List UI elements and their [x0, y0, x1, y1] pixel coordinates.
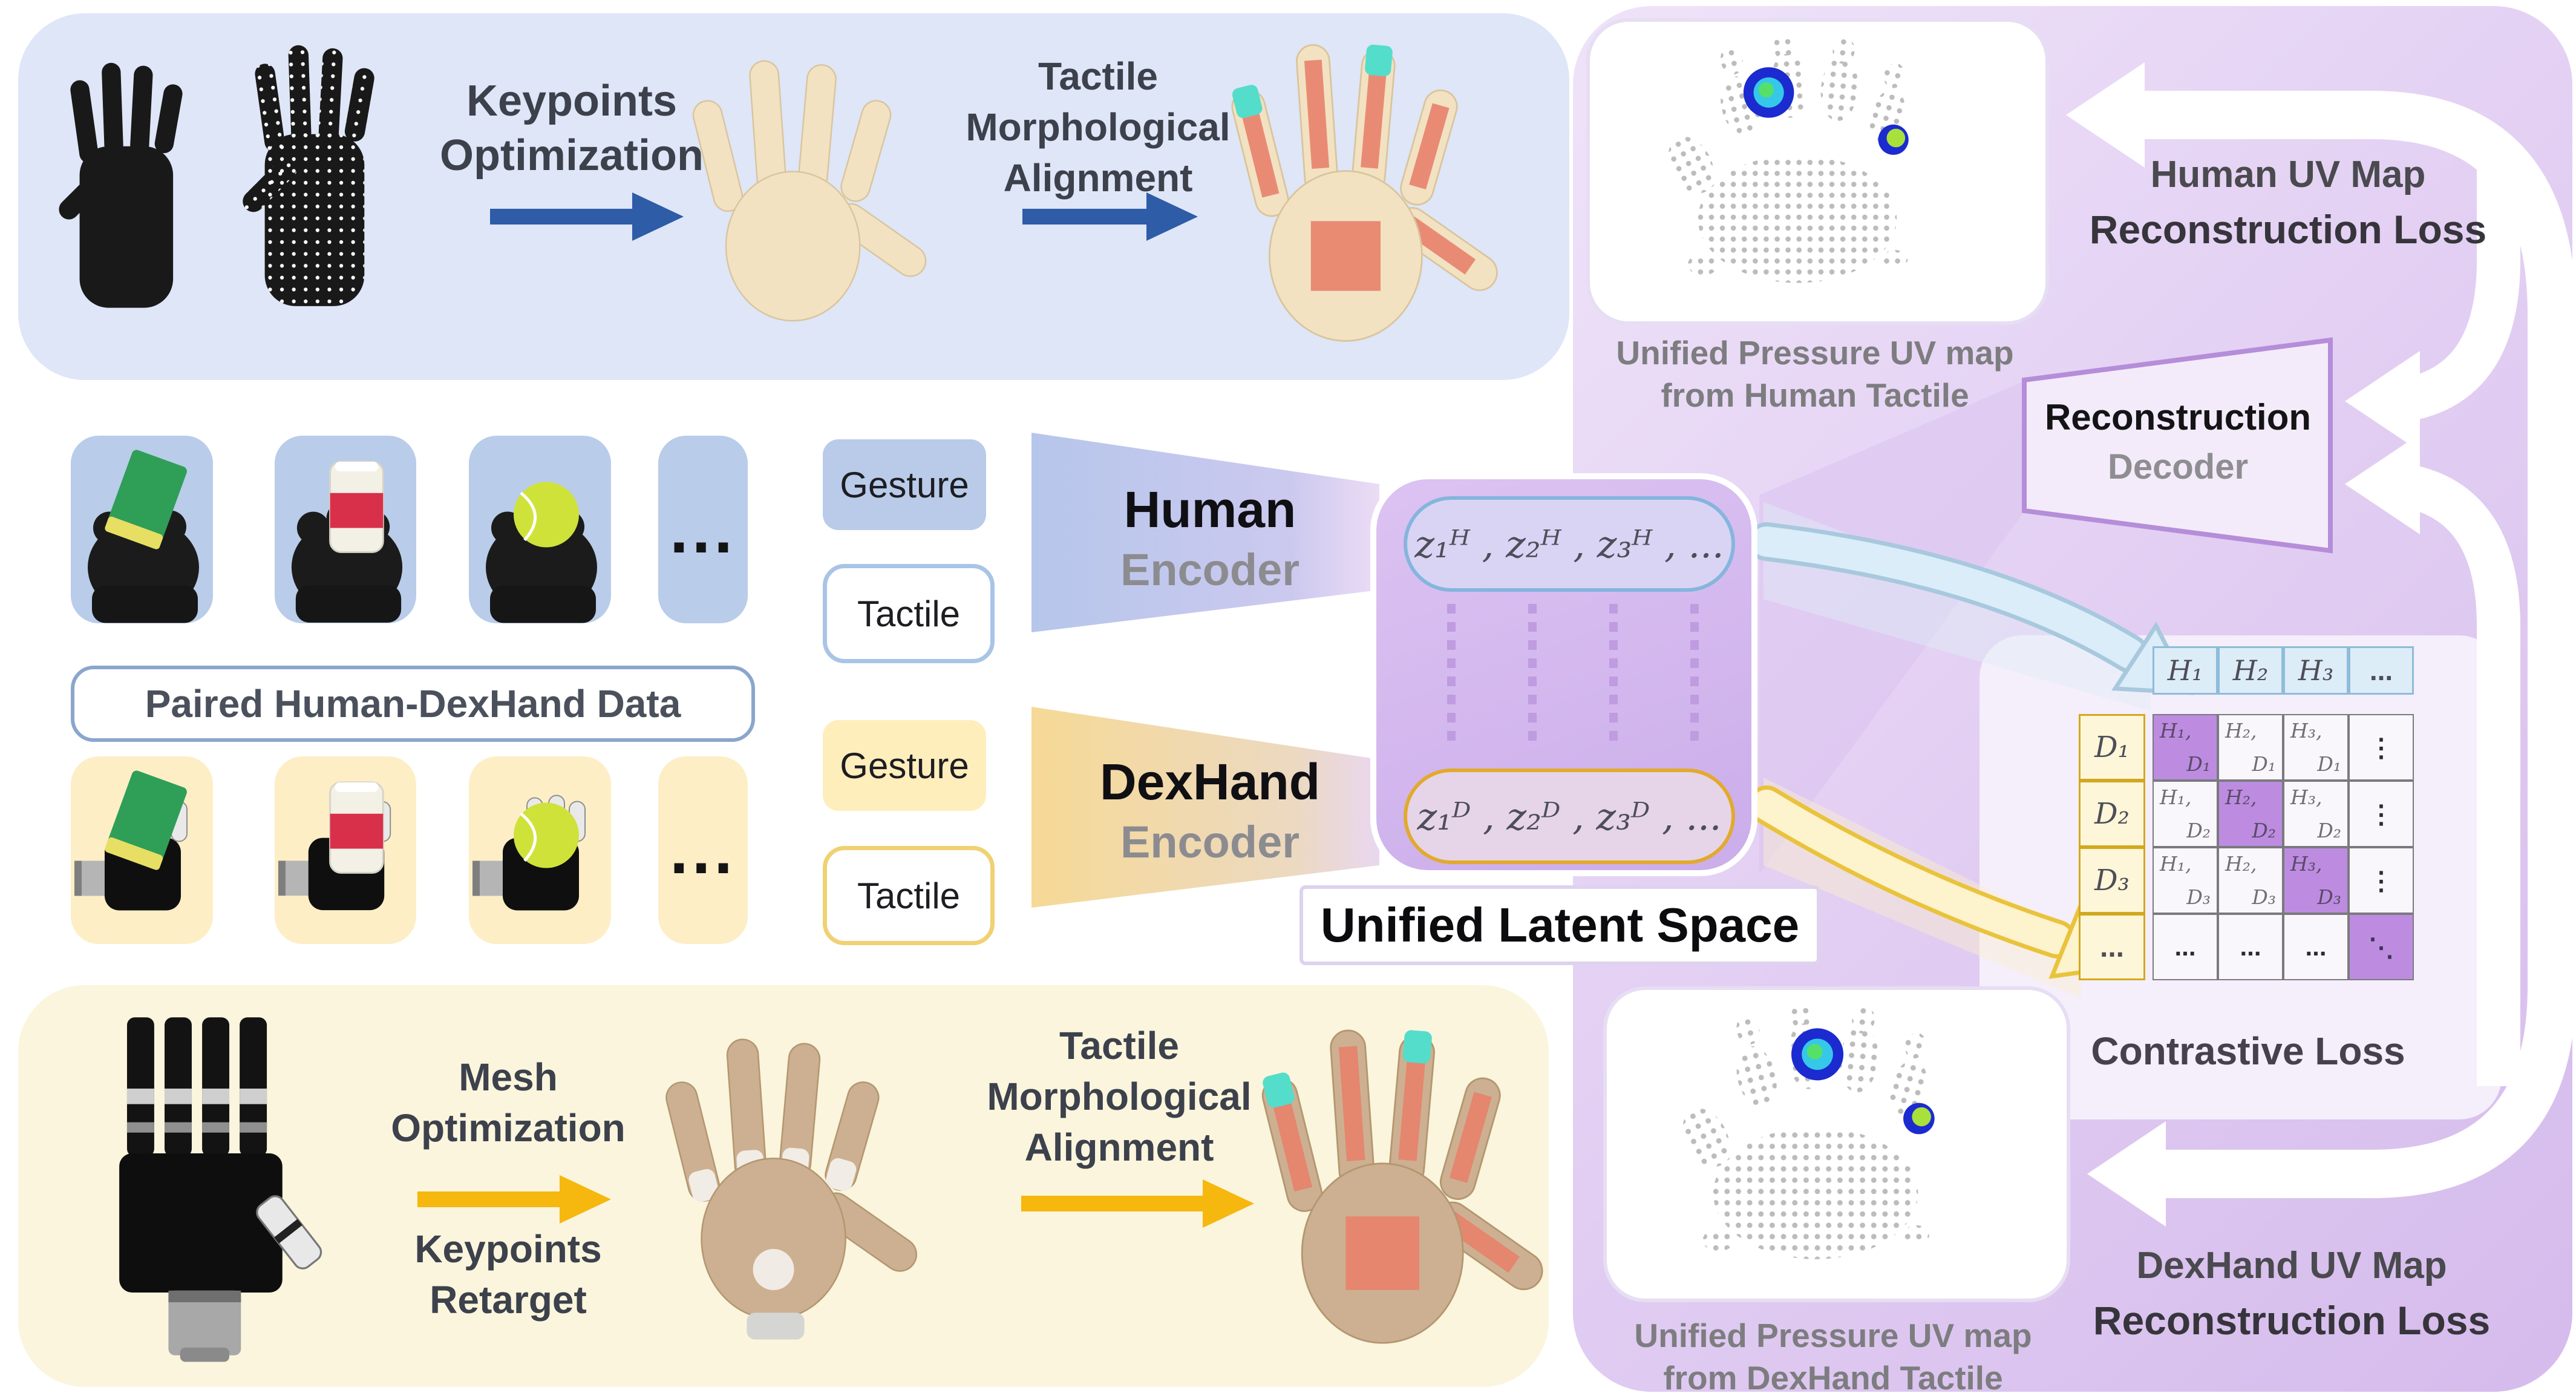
latent-dotted-line — [1609, 604, 1618, 748]
matrix-col-header: H₁ — [2153, 646, 2218, 695]
dexhand-latent-codes-pill: z₁ᴰ , z₂ᴰ , z₃ᴰ , ... — [1404, 768, 1735, 864]
human-pressure-uv-map — [1608, 33, 2027, 307]
contrastive-matrix: H₁,D₁ H₂,D₁ H₃,D₁ ⋮ H₁,D₂ H₂,D₂ H₃,D₂ ⋮ … — [2153, 714, 2414, 980]
human-card-ball — [469, 436, 611, 623]
matrix-cell: H₃,D₂ — [2283, 781, 2349, 847]
matrix-row-header: D₃ — [2079, 847, 2145, 914]
matrix-cell: H₂,D₂ — [2218, 781, 2283, 847]
dexhand-card-more: ... — [658, 756, 748, 944]
human-card-sponge — [71, 436, 213, 623]
matrix-col-header: H₃ — [2283, 646, 2349, 695]
matrix-cell: H₃,D₃ — [2283, 847, 2349, 914]
human-cup-photo — [275, 436, 416, 623]
matrix-cell: ⋮ — [2349, 781, 2414, 847]
dexhand-card-sponge — [71, 756, 213, 944]
dexhand-ball-photo — [469, 756, 611, 944]
matrix-row-header: D₂ — [2079, 781, 2145, 847]
matrix-cell: ⋮ — [2349, 714, 2414, 781]
latent-dotted-line — [1528, 604, 1537, 748]
human-latent-codes-pill: z₁ᴴ , z₂ᴴ , z₃ᴴ , ... — [1404, 496, 1735, 592]
unified-latent-space-label: Unified Latent Space — [1299, 885, 1820, 965]
matrix-cell: ... — [2218, 914, 2283, 980]
latent-dotted-line — [1447, 604, 1456, 748]
matrix-cell: ... — [2153, 914, 2218, 980]
dexhand-sponge-photo — [71, 756, 213, 944]
dexhand-more-dots: ... — [670, 813, 736, 888]
human-card-cup — [275, 436, 416, 623]
matrix-row-headers: D₁ D₂ D₃ ... — [2079, 714, 2145, 980]
human-tactile-box: Tactile — [823, 564, 995, 663]
dexhand-card-ball — [469, 756, 611, 944]
contrastive-loss-label: Contrastive Loss — [2091, 1029, 2405, 1073]
latent-dotted-line — [1690, 604, 1699, 748]
matrix-cell: ⋮ — [2349, 847, 2414, 914]
matrix-col-header: H₂ — [2218, 646, 2283, 695]
human-sponge-photo — [71, 436, 213, 623]
matrix-row-header: D₁ — [2079, 714, 2145, 781]
dexhand-gesture-box: Gesture — [823, 720, 986, 811]
human-gesture-box: Gesture — [823, 439, 986, 530]
human-more-dots: ... — [670, 492, 736, 567]
dexhand-tactile-box: Tactile — [823, 846, 995, 945]
human-card-more: ... — [658, 436, 748, 623]
human-ball-photo — [469, 436, 611, 623]
matrix-cell: H₃,D₁ — [2283, 714, 2349, 781]
dexhand-card-cup — [275, 756, 416, 944]
paired-data-label: Paired Human-DexHand Data — [71, 666, 755, 742]
unified-latent-space-box: z₁ᴴ , z₂ᴴ , z₃ᴴ , ... z₁ᴰ , z₂ᴰ , z₃ᴰ , … — [1370, 473, 1757, 876]
dexhand-cup-photo — [275, 756, 416, 944]
matrix-row-header: ... — [2079, 914, 2145, 980]
matrix-cell: H₂,D₃ — [2218, 847, 2283, 914]
matrix-cell: H₁,D₃ — [2153, 847, 2218, 914]
dexhand-uv-map-box — [1603, 986, 2070, 1302]
matrix-cell: H₁,D₁ — [2153, 714, 2218, 781]
dexhand-pressure-uv-map — [1625, 1001, 2048, 1283]
matrix-cell: ... — [2283, 914, 2349, 980]
matrix-cell: ⋱ — [2349, 914, 2414, 980]
matrix-column-headers: H₁ H₂ H₃ ... — [2153, 646, 2414, 695]
matrix-col-header: ... — [2349, 646, 2414, 695]
matrix-cell: H₁,D₂ — [2153, 781, 2218, 847]
human-uv-map-box — [1586, 18, 2049, 325]
matrix-cell: H₂,D₁ — [2218, 714, 2283, 781]
